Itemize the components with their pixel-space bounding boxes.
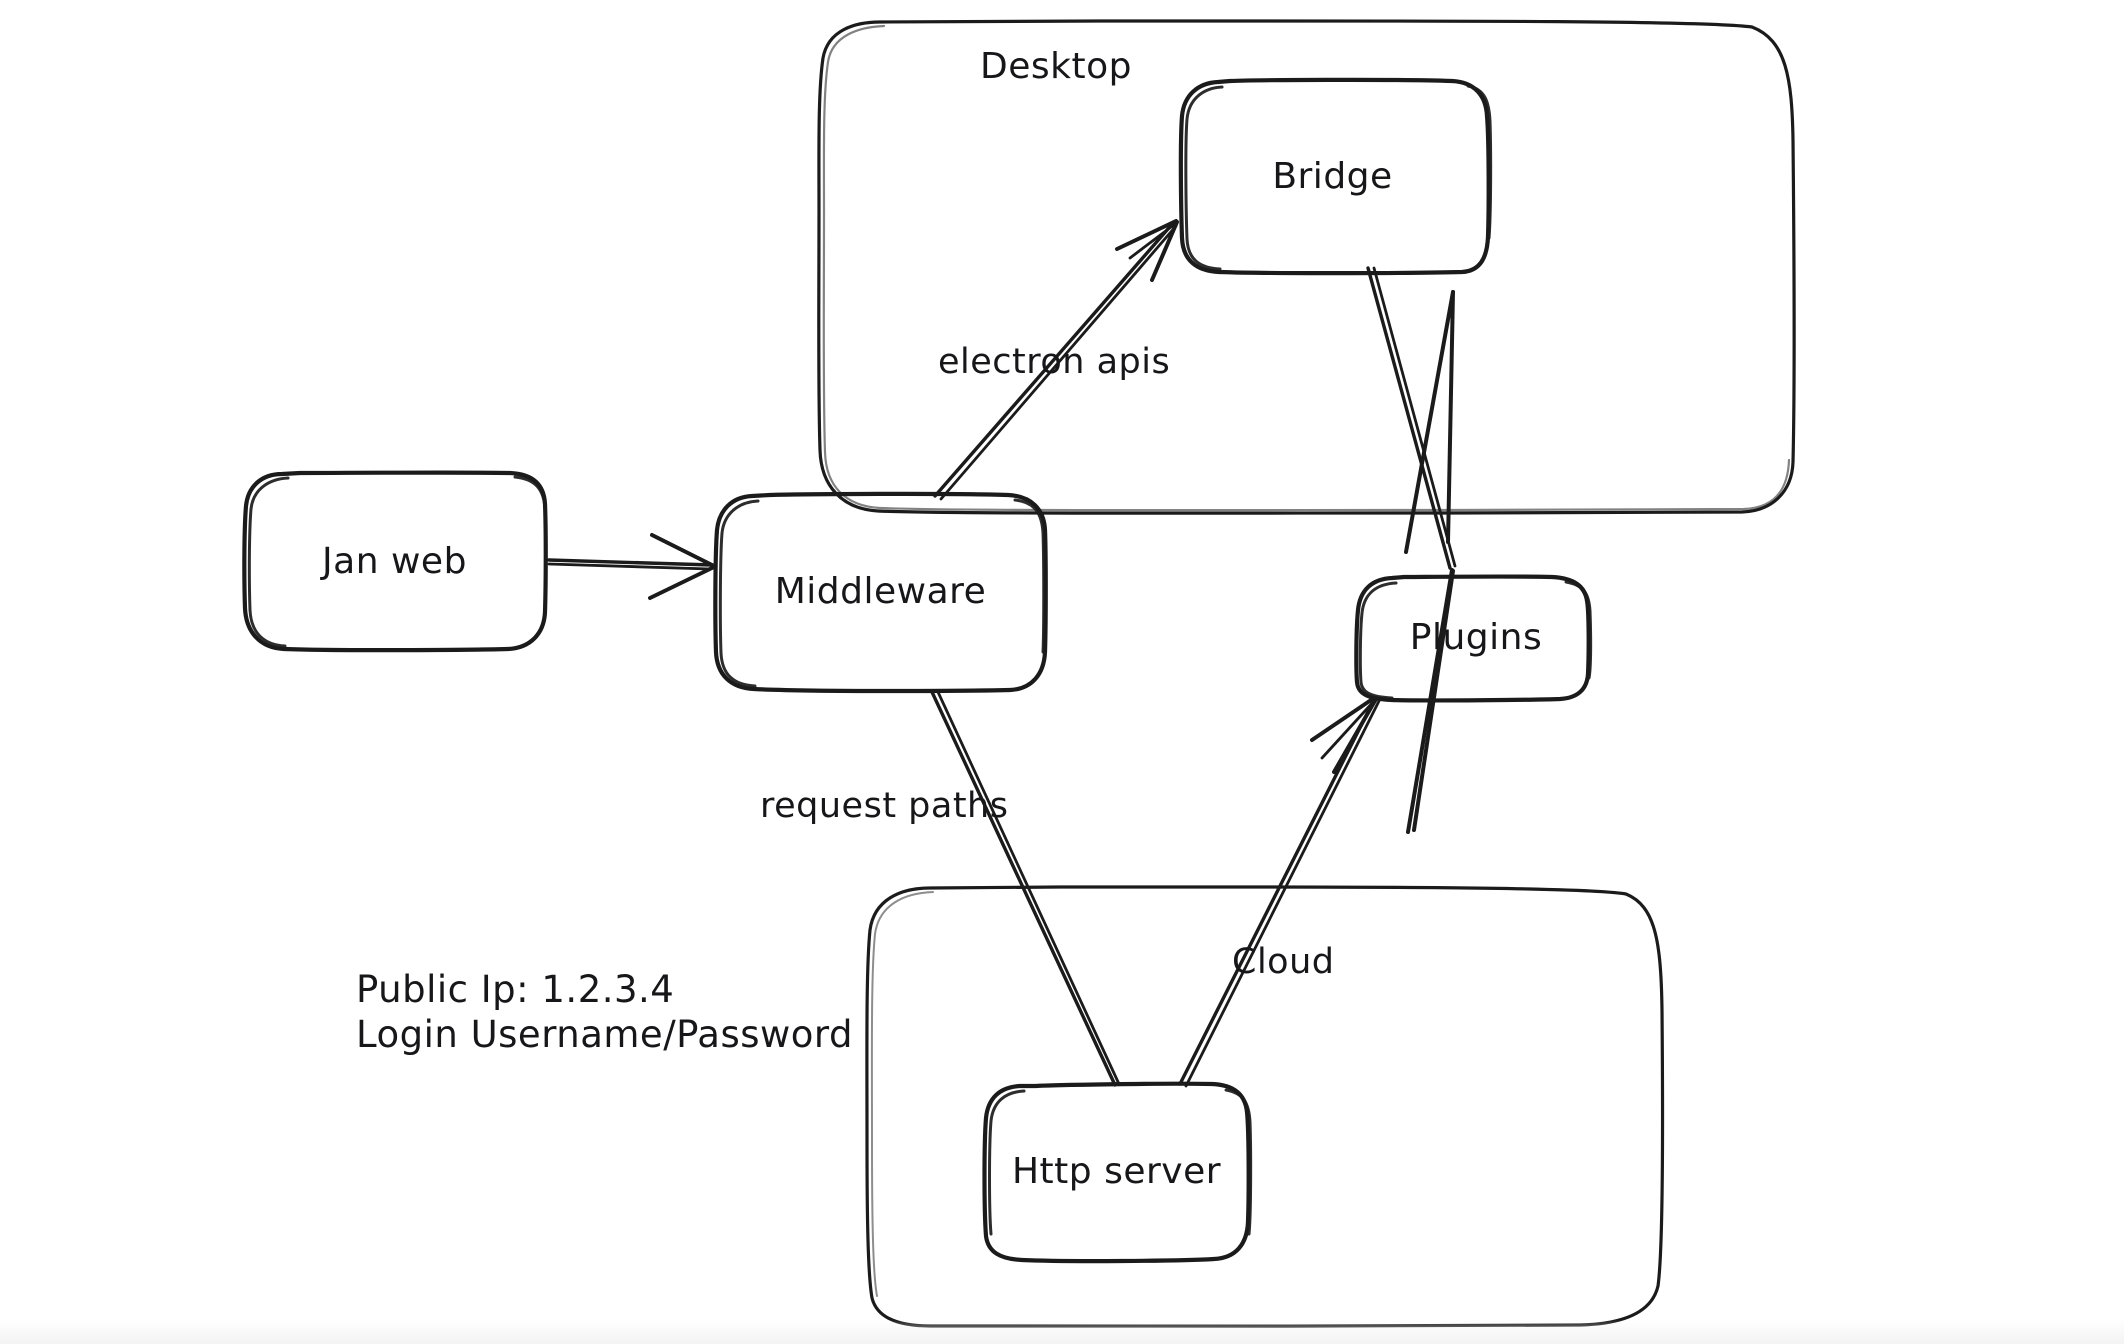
- edge-bridge-to-plugins: [1366, 266, 1457, 834]
- middleware-node[interactable]: Middleware: [716, 495, 1045, 688]
- http-server-label: Http server: [1011, 1150, 1222, 1192]
- desktop-group-label: Desktop: [980, 46, 1132, 87]
- public-ip-note-block: Public Ip: 1.2.3.4 Login Username/Passwo…: [356, 967, 853, 1057]
- http-server-node-outline[interactable]: [982, 1081, 1253, 1264]
- jan-web-node[interactable]: Jan web: [243, 473, 546, 650]
- electron-apis-edge-label: electron apis: [938, 342, 1171, 382]
- jan-web-label: Jan web: [322, 541, 467, 582]
- bridge-node-outline[interactable]: [1178, 77, 1493, 276]
- desktop-group-outline: [817, 19, 1796, 515]
- plugins-node-outline[interactable]: [1354, 574, 1593, 703]
- bridge-label: Bridge: [1272, 155, 1393, 197]
- middleware-label: Middleware: [774, 571, 987, 612]
- edge-middleware-to-bridge: [933, 219, 1179, 501]
- http-server-node[interactable]: Http server: [985, 1084, 1248, 1258]
- middleware-node-outline[interactable]: [713, 491, 1048, 694]
- plugins-label: Plugins: [1409, 616, 1543, 658]
- edge-middleware-to-http-server: [930, 690, 1121, 1087]
- bridge-node[interactable]: Bridge: [1180, 80, 1485, 272]
- edge-janweb-to-middleware: [547, 533, 716, 600]
- plugins-node[interactable]: Plugins: [1364, 577, 1588, 697]
- login-credentials-note: Login Username/Password: [356, 1013, 853, 1057]
- jan-web-node-outline[interactable]: [242, 470, 548, 653]
- public-ip-note: Public Ip: 1.2.3.4: [356, 968, 675, 1011]
- request-paths-edge-label: request paths: [760, 786, 1009, 826]
- edge-http-server-to-plugins: [1178, 696, 1381, 1088]
- cloud-group-label: Cloud: [1232, 942, 1335, 982]
